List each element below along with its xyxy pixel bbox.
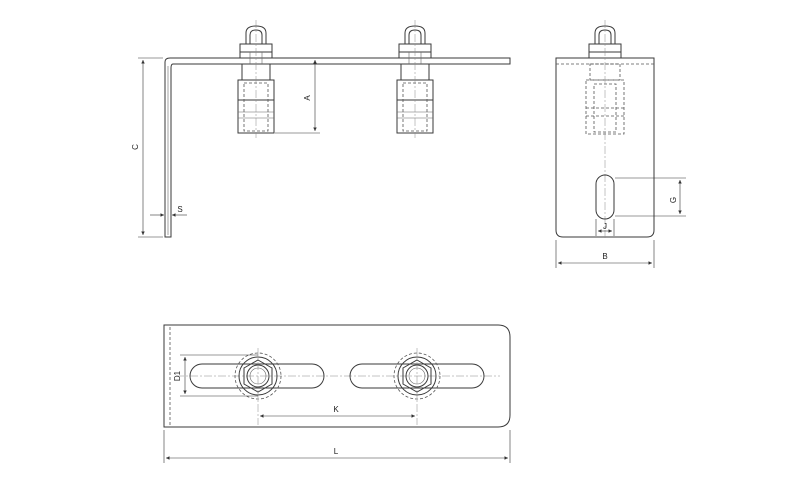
dimension-b-label: B — [602, 252, 607, 261]
front-plate — [555, 57, 655, 238]
dimension-j-label: J — [603, 222, 607, 231]
dimension-d1-label: D1 — [173, 370, 182, 381]
dimension-j: J — [595, 219, 615, 236]
dimension-s-label: S — [177, 205, 182, 214]
dimension-a-label: A — [303, 95, 312, 101]
roller-assembly-2 — [396, 20, 434, 138]
dimension-k-label: K — [333, 405, 339, 414]
dimension-b: B — [555, 240, 655, 268]
dimension-l: L — [163, 430, 511, 463]
dimension-l-label: L — [334, 447, 339, 456]
dimension-g-label: G — [669, 197, 678, 203]
top-nut-2 — [393, 348, 441, 425]
top-nut-1 — [234, 348, 282, 425]
front-slot — [595, 174, 615, 220]
top-slot-1 — [189, 363, 325, 389]
dimension-c-label: C — [131, 144, 140, 150]
dimension-d1: D1 — [173, 354, 258, 397]
dimension-g: G — [615, 177, 686, 217]
top-view: D1 K L — [163, 324, 511, 463]
dimension-k: K — [260, 405, 415, 418]
front-roller — [585, 20, 625, 238]
bracket-profile — [164, 57, 511, 238]
top-plate — [163, 324, 511, 428]
dimension-c: C — [131, 57, 163, 238]
dimension-a: A — [275, 57, 320, 134]
front-view: G J B — [555, 20, 686, 268]
roller-assembly-1 — [237, 20, 275, 138]
dimension-s: S — [150, 205, 187, 217]
side-view: A C S — [131, 20, 511, 238]
